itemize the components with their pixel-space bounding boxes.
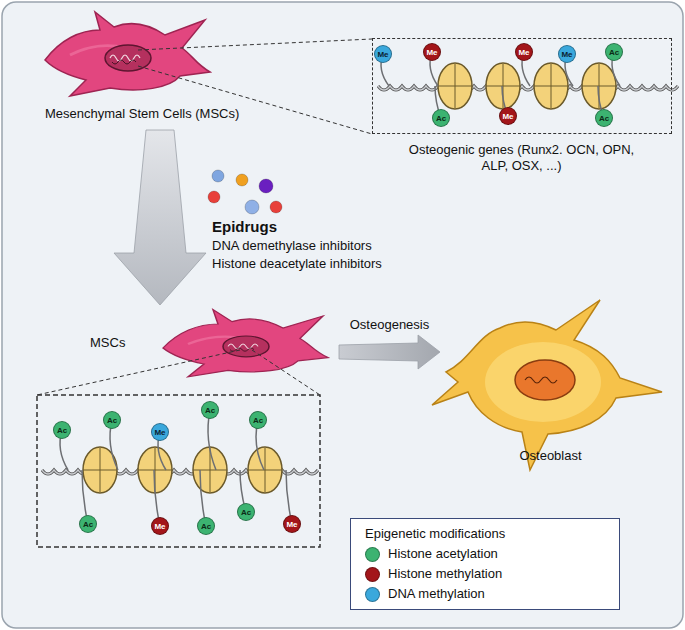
nucleosome-line (486, 86, 520, 87)
drug-title: Epidrugs (212, 218, 277, 236)
nucleosome-line (438, 86, 472, 87)
msc-cell-node: Mesenchymal Stem Cells (MSCs) (35, 8, 250, 124)
mark-dot: Me (515, 43, 533, 61)
mark-dot: Ac (432, 109, 450, 127)
legend-text: DNA methylation (388, 585, 485, 603)
mark-dot: Me (151, 517, 169, 535)
mark-dot: Me (374, 45, 392, 63)
nucleosome-line (138, 470, 172, 471)
drug-class: Histone deacetylate inhibitors (212, 256, 382, 272)
node-label: Osteogenic genes (Runx2. OCN, OPN, ALP, … (402, 142, 642, 174)
nucleosome (534, 63, 568, 109)
drug-molecules (208, 170, 282, 214)
node-label: MSCs (90, 335, 146, 351)
legend-entry: Histone acetylation (365, 545, 607, 563)
zoom-line (37, 350, 240, 395)
mark-dot: Ac (595, 109, 613, 127)
legend-swatch (365, 547, 380, 562)
mark-dot: Ac (103, 411, 121, 429)
node-label: Osteoblast (438, 448, 663, 464)
nucleosome-line (248, 470, 282, 471)
mark-dot: Me (558, 45, 576, 63)
nucleosome (438, 63, 472, 109)
legend-entry: Histone methylation (365, 565, 607, 583)
mark-dot: Me (151, 423, 169, 441)
legend-text: Histone methylation (388, 565, 502, 583)
zoom-line (138, 39, 372, 50)
nucleosome-line (83, 470, 117, 471)
osteoblast-cell (432, 300, 662, 470)
msc-cell (45, 12, 210, 96)
legend-box: Epigenetic modificationsHistone acetylat… (350, 518, 620, 610)
mark-dot: Ac (53, 421, 71, 439)
dna-strand (378, 86, 678, 90)
osteoblast-node: Osteoblast (438, 298, 663, 473)
dna-strand (378, 86, 678, 90)
mark-dot: Me (283, 515, 301, 533)
mark-dot: Me (499, 107, 517, 125)
legend-swatch (365, 567, 380, 582)
flow-arrow (114, 130, 206, 305)
msc-cell (163, 310, 328, 377)
legend-title: Epigenetic modifications (365, 525, 607, 543)
zoom-line (138, 66, 372, 134)
mark-dot: Ac (79, 515, 97, 533)
flow-arrow (339, 335, 440, 369)
mark-dot: Ac (249, 411, 267, 429)
node-label: Mesenchymal Stem Cells (MSCs) (45, 106, 250, 122)
edge-label: Osteogenesis (348, 317, 432, 333)
nucleosome (193, 447, 227, 493)
legend-swatch (365, 587, 380, 602)
mark-dot: Me (423, 43, 441, 61)
mark-dot: Ac (197, 517, 215, 535)
nucleosome-line (534, 86, 568, 87)
nucleosome (248, 447, 282, 493)
nucleosome-line (582, 86, 616, 87)
legend-text: Histone acetylation (388, 545, 498, 563)
drug-class: DNA demethylase inhibitors (212, 238, 372, 254)
mark-dot: Ac (201, 401, 219, 419)
zoom-box (37, 395, 320, 547)
mark-dot: Ac (237, 503, 255, 521)
legend-entry: DNA methylation (365, 585, 607, 603)
zoom-line (252, 350, 320, 395)
mark-dot: Ac (605, 43, 623, 61)
msc-cell-node: MSCs (150, 305, 335, 387)
nucleosome-line (193, 470, 227, 471)
